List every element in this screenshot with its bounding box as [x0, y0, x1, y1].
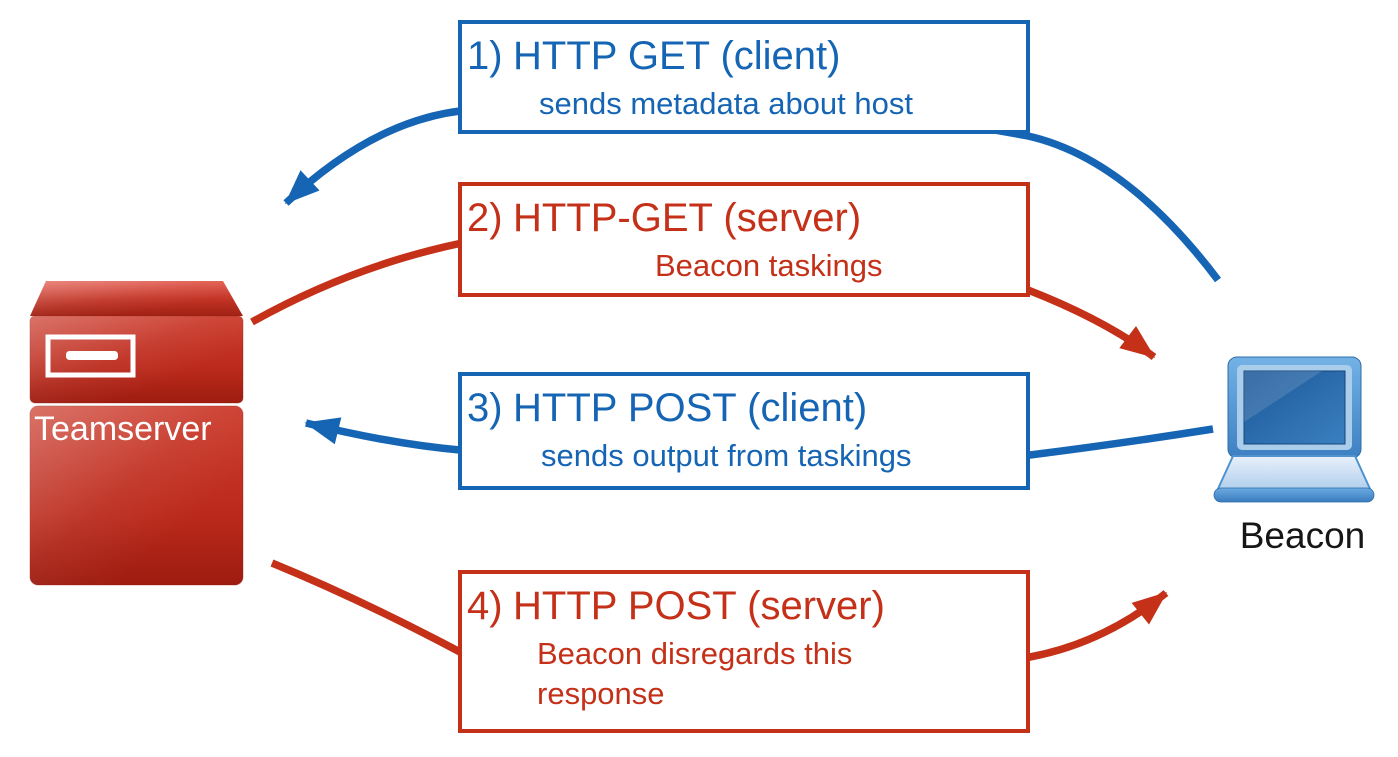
step-2-subtitle: Beacon taskings	[655, 247, 883, 283]
step-2-number: 2)	[467, 196, 503, 240]
server-upper-gloss	[30, 316, 243, 403]
step-3-subtitle: sends output from taskings	[541, 437, 912, 473]
server-drive-slot	[45, 334, 136, 378]
step-1-title: HTTP GET (client)	[513, 34, 841, 78]
teamserver-icon	[29, 281, 244, 586]
server-lower-gloss	[30, 406, 243, 585]
step-4-title: HTTP POST (server)	[513, 584, 885, 628]
beacon-laptop-icon	[1213, 356, 1375, 503]
step-2-box: 2) HTTP-GET (server) Beacon taskings	[458, 182, 1030, 297]
step-3-heading: 3) HTTP POST (client)	[467, 386, 1026, 431]
step-2-title: HTTP-GET (server)	[513, 196, 862, 240]
step-1-heading: 1) HTTP GET (client)	[467, 34, 1026, 79]
step-2-heading: 2) HTTP-GET (server)	[467, 196, 1026, 241]
server-top-gloss	[30, 281, 243, 316]
step-4-heading: 4) HTTP POST (server)	[467, 584, 1026, 629]
laptop-screen-sheen	[1244, 371, 1322, 422]
laptop-screen	[1243, 370, 1346, 445]
beacon-label: Beacon	[1239, 515, 1366, 556]
step-1-number: 1)	[467, 34, 503, 78]
step-3-box: 3) HTTP POST (client) sends output from …	[458, 372, 1030, 490]
server-drive-slot-bar	[66, 351, 118, 360]
step-3-number: 3)	[467, 386, 503, 430]
laptop-keyboard-deck	[1216, 455, 1372, 492]
step-4-box: 4) HTTP POST (server) Beacon disregards …	[458, 570, 1030, 733]
step-3-title: HTTP POST (client)	[513, 386, 868, 430]
step-1-box: 1) HTTP GET (client) sends metadata abou…	[458, 20, 1030, 134]
laptop-base-bar	[1213, 487, 1375, 503]
step-4-subtitle: Beacon disregards this response	[537, 635, 853, 712]
step-4-number: 4)	[467, 584, 503, 628]
teamserver-label: Teamserver	[34, 410, 212, 448]
step-1-subtitle: sends metadata about host	[539, 85, 913, 121]
